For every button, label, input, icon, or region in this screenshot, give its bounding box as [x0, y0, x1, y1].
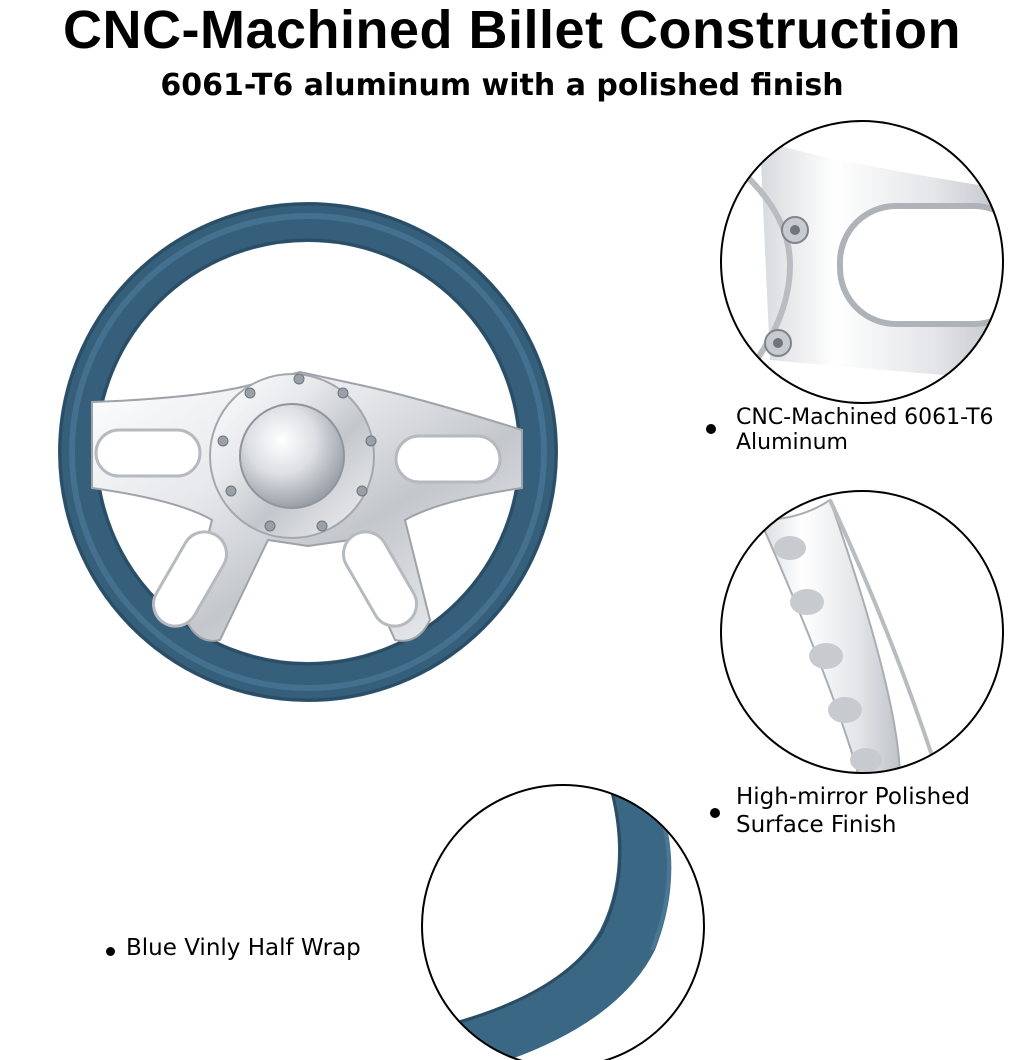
feature-line: Blue Vinly Half Wrap — [126, 935, 361, 961]
detail-wrap-closeup — [421, 784, 705, 1060]
page-subtitle: 6061-T6 aluminum with a polished finish — [160, 68, 844, 103]
feature-line: Aluminum — [736, 430, 848, 455]
page-title: CNC-Machined Billet Construction — [62, 0, 961, 60]
feature-line: High-mirror Polished — [736, 784, 971, 810]
feature-polish: High-mirror Polished Surface Finish — [710, 783, 970, 839]
bullet-dot-icon — [106, 947, 115, 956]
feature-line: Surface Finish — [736, 812, 897, 838]
feature-wrap: Blue Vinly Half Wrap — [106, 936, 361, 961]
bullet-dot-icon — [710, 808, 720, 818]
feature-aluminum: CNC-Machined 6061-T6 Aluminum — [706, 405, 994, 455]
bullet-dot-icon — [706, 424, 716, 434]
steering-wheel-image — [58, 202, 558, 702]
feature-line: CNC-Machined 6061-T6 — [736, 405, 994, 430]
detail-spoke-closeup — [720, 120, 1004, 404]
detail-polish-closeup — [720, 490, 1004, 774]
